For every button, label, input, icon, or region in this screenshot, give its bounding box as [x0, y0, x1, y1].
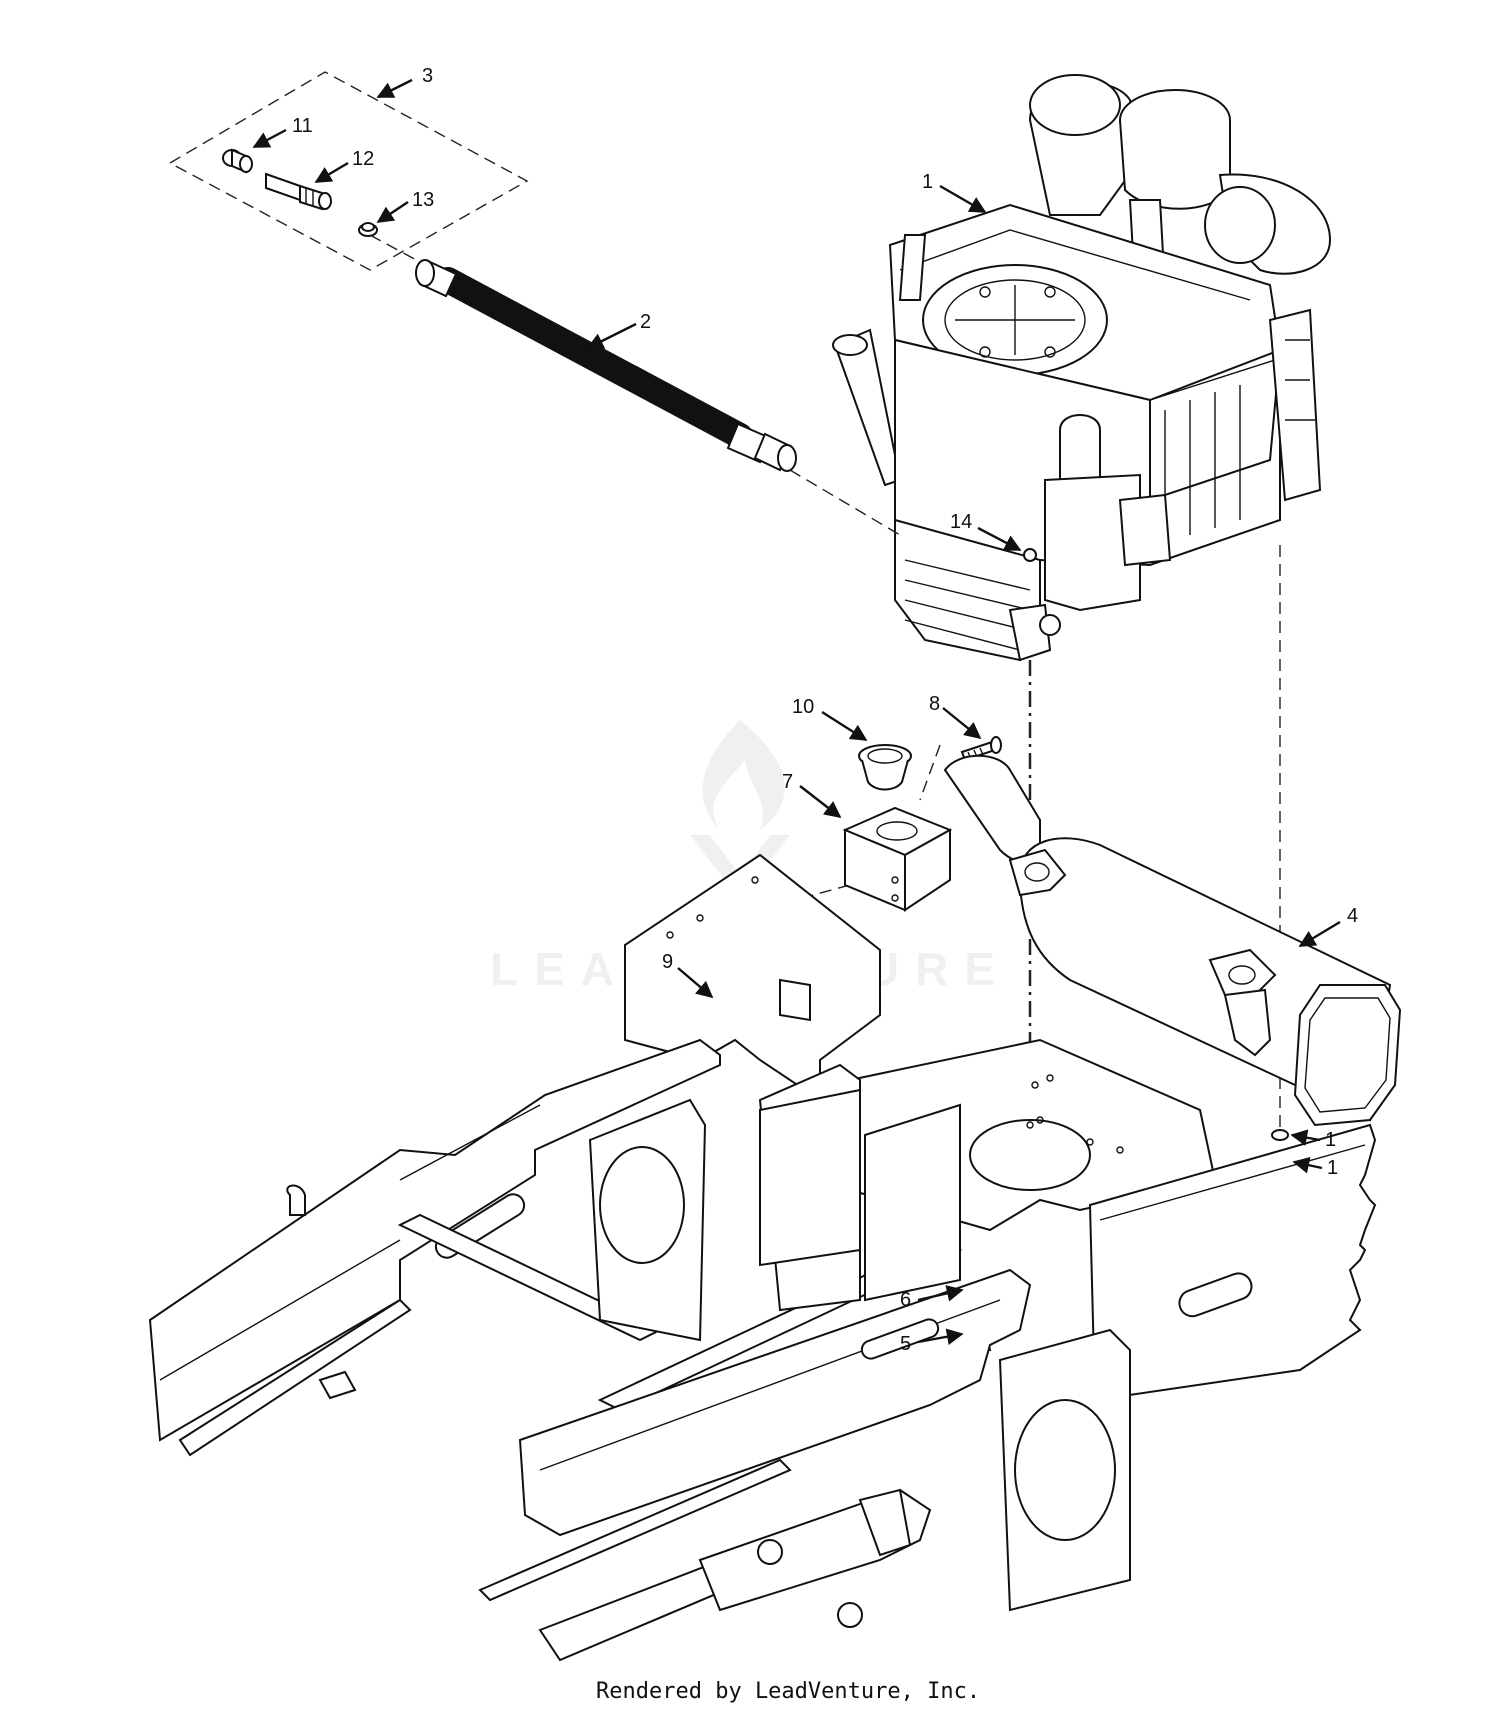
part-14-plug	[1023, 548, 1037, 562]
callout-14: 14	[950, 511, 972, 533]
watermark-flame-logo	[702, 720, 785, 830]
callout-labels: 3 11 12 13 2 1 14 10 8 7 4 9 1 1 6 5	[292, 65, 1358, 1355]
callout-4: 4	[1347, 905, 1358, 927]
callout-arrows	[252, 78, 1341, 1345]
part-7-bracket	[842, 806, 953, 912]
callout-6: 6	[900, 1289, 911, 1311]
part-1-engine	[832, 74, 1332, 662]
callout-10: 10	[792, 696, 814, 718]
part-2-drain-hose	[415, 259, 797, 472]
callout-7: 7	[782, 771, 793, 793]
callout-5: 5	[900, 1333, 911, 1355]
part-12-valve	[265, 172, 332, 211]
callout-3: 3	[422, 65, 433, 87]
frame-chassis	[148, 853, 1377, 1662]
part-10-grommet	[858, 744, 912, 791]
callout-8: 8	[929, 693, 940, 715]
part-4-muffler	[943, 754, 1402, 1127]
callout-2: 2	[640, 311, 651, 333]
drain-kit-box	[168, 71, 529, 271]
callout-1-engine: 1	[922, 171, 933, 193]
part-13-plug	[358, 222, 378, 237]
callout-13: 13	[412, 189, 434, 211]
callout-1-washer-lower: 1	[1327, 1157, 1338, 1179]
callout-11: 11	[292, 115, 313, 137]
footer-credit: Rendered by LeadVenture, Inc.	[596, 1679, 980, 1704]
callout-9: 9	[662, 951, 673, 973]
callout-1-washer-upper: 1	[1325, 1129, 1336, 1151]
part-11-cap	[222, 148, 253, 174]
callout-12: 12	[352, 148, 374, 170]
watermark-v-logo	[690, 835, 790, 900]
